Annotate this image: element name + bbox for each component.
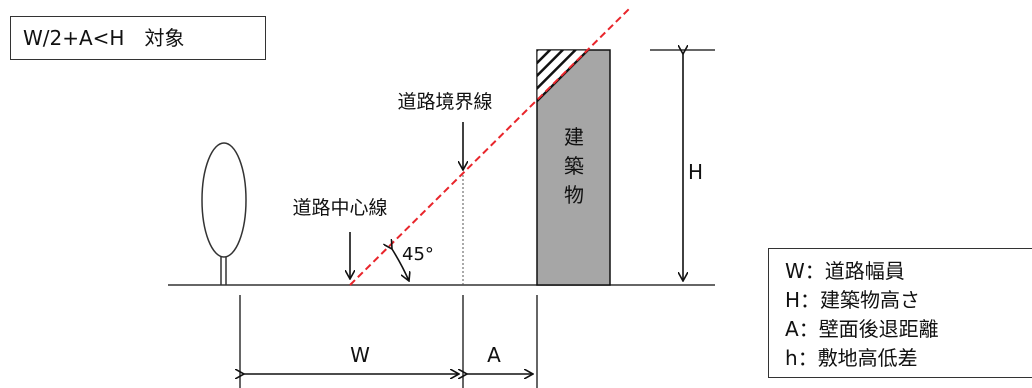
legend-row: H：建築物高さ — [785, 288, 921, 312]
legend-key: H — [785, 288, 801, 312]
legend-key: W — [785, 259, 805, 283]
condition-box: W/2+A<H 対象 — [10, 16, 266, 60]
legend-desc: 壁面後退距離 — [818, 317, 939, 341]
legend-key: h — [785, 346, 798, 370]
building-char-2: 築 — [564, 154, 584, 178]
legend-desc: 敷地高低差 — [817, 346, 918, 370]
angle-arc — [392, 249, 409, 281]
setback-label: A — [487, 343, 501, 367]
legend-row: A：壁面後退距離 — [785, 317, 939, 341]
legend-key: A — [785, 317, 799, 341]
legend-row: h：敷地高低差 — [785, 346, 918, 370]
legend-desc: 建築物高さ — [820, 288, 921, 312]
building-char-3: 物 — [564, 183, 584, 207]
road-boundary-label: 道路境界線 — [397, 91, 492, 113]
legend-row: W：道路幅員 — [785, 259, 905, 283]
legend-desc: 道路幅員 — [824, 259, 905, 283]
legend-box: W：道路幅員 H：建築物高さ A：壁面後退距離 h：敷地高低差 — [768, 248, 1032, 378]
height-label: H — [688, 160, 703, 184]
width-label: W — [350, 343, 370, 367]
building-rect — [536, 49, 611, 286]
condition-text: W/2+A<H 対象 — [23, 26, 185, 50]
road-center-label: 道路中心線 — [292, 197, 387, 219]
tree-crown — [201, 142, 247, 258]
building-char-1: 建 — [564, 125, 584, 149]
angle-label: 45° — [402, 244, 434, 265]
